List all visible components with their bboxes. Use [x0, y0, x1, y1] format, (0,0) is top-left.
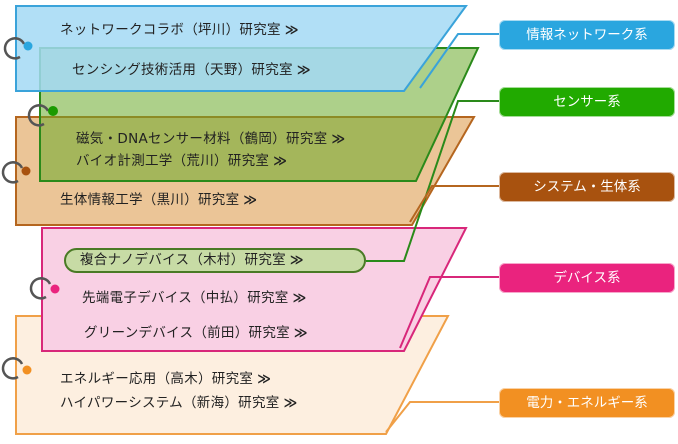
lab-link-advanced-electronic[interactable]: 先端電子デバイス（中払）研究室≫: [82, 289, 307, 308]
category-energy-button[interactable]: 電力・エネルギー系: [499, 388, 675, 418]
double-chevron-icon: ≫: [292, 291, 307, 306]
lab-link-high-power[interactable]: ハイパワーシステム（新海）研究室≫: [60, 394, 298, 413]
double-chevron-icon: ≫: [331, 132, 345, 147]
system-connector: [409, 185, 499, 223]
lab-name: センシング技術活用（天野）研究室: [72, 62, 293, 78]
lab-link-energy-app[interactable]: エネルギー応用（高木）研究室≫: [60, 370, 271, 389]
lab-name: 複合ナノデバイス（木村）研究室: [80, 252, 286, 268]
device-connector: [399, 276, 499, 349]
lab-link-network-collab[interactable]: ネットワークコラボ（坪川）研究室≫: [60, 21, 299, 40]
network-connector: [419, 33, 499, 89]
lab-name: 生体情報工学（黒川）研究室: [60, 192, 240, 208]
category-sensor-button[interactable]: センサー系: [499, 87, 675, 117]
sensor-connector: [366, 100, 499, 262]
category-device-button[interactable]: デバイス系: [499, 263, 675, 293]
double-chevron-icon: ≫: [243, 193, 257, 208]
lab-link-green-device[interactable]: グリーンデバイス（前田）研究室≫: [84, 324, 308, 343]
energy-connector: [385, 401, 499, 433]
lab-link-bio-info[interactable]: 生体情報工学（黒川）研究室≫: [60, 191, 257, 210]
lab-name: エネルギー応用（高木）研究室: [60, 371, 254, 387]
system-ring-icon: [1, 161, 31, 184]
lab-link-composite-nano[interactable]: 複合ナノデバイス（木村）研究室≫: [80, 251, 304, 270]
lab-link-bio-measure[interactable]: バイオ計測工学（荒川）研究室≫: [76, 152, 287, 171]
category-label: 情報ネットワーク系: [526, 27, 648, 43]
double-chevron-icon: ≫: [283, 396, 298, 411]
lab-link-magnetic-dna[interactable]: 磁気・DNAセンサー材料（鶴岡）研究室≫: [76, 130, 345, 149]
lab-link-sensing-tech[interactable]: センシング技術活用（天野）研究室≫: [72, 61, 311, 80]
double-chevron-icon: ≫: [273, 154, 287, 169]
category-system-button[interactable]: システム・生体系: [499, 172, 675, 202]
category-label: システム・生体系: [533, 179, 641, 195]
lab-name: グリーンデバイス（前田）研究室: [84, 325, 290, 341]
energy-ring-icon: [1, 357, 32, 380]
category-label: 電力・エネルギー系: [526, 395, 648, 411]
network-band: [15, 5, 468, 92]
composite-nano-highlight: [64, 248, 366, 273]
lab-name: 磁気・DNAセンサー材料（鶴岡）研究室: [76, 131, 328, 147]
double-chevron-icon: ≫: [296, 63, 311, 78]
category-label: デバイス系: [553, 270, 621, 286]
network-ring-icon: [3, 37, 33, 60]
sensor-ring-icon: [27, 104, 58, 127]
double-chevron-icon: ≫: [257, 372, 271, 387]
category-network-button[interactable]: 情報ネットワーク系: [499, 20, 675, 50]
double-chevron-icon: ≫: [289, 253, 304, 268]
lab-name: バイオ計測工学（荒川）研究室: [76, 153, 270, 169]
lab-name: ネットワークコラボ（坪川）研究室: [60, 22, 281, 38]
double-chevron-icon: ≫: [284, 23, 299, 38]
category-label: センサー系: [553, 94, 621, 110]
lab-name: 先端電子デバイス（中払）研究室: [82, 290, 289, 306]
double-chevron-icon: ≫: [293, 326, 308, 341]
device-ring-icon: [29, 277, 60, 300]
lab-name: ハイパワーシステム（新海）研究室: [60, 395, 280, 411]
